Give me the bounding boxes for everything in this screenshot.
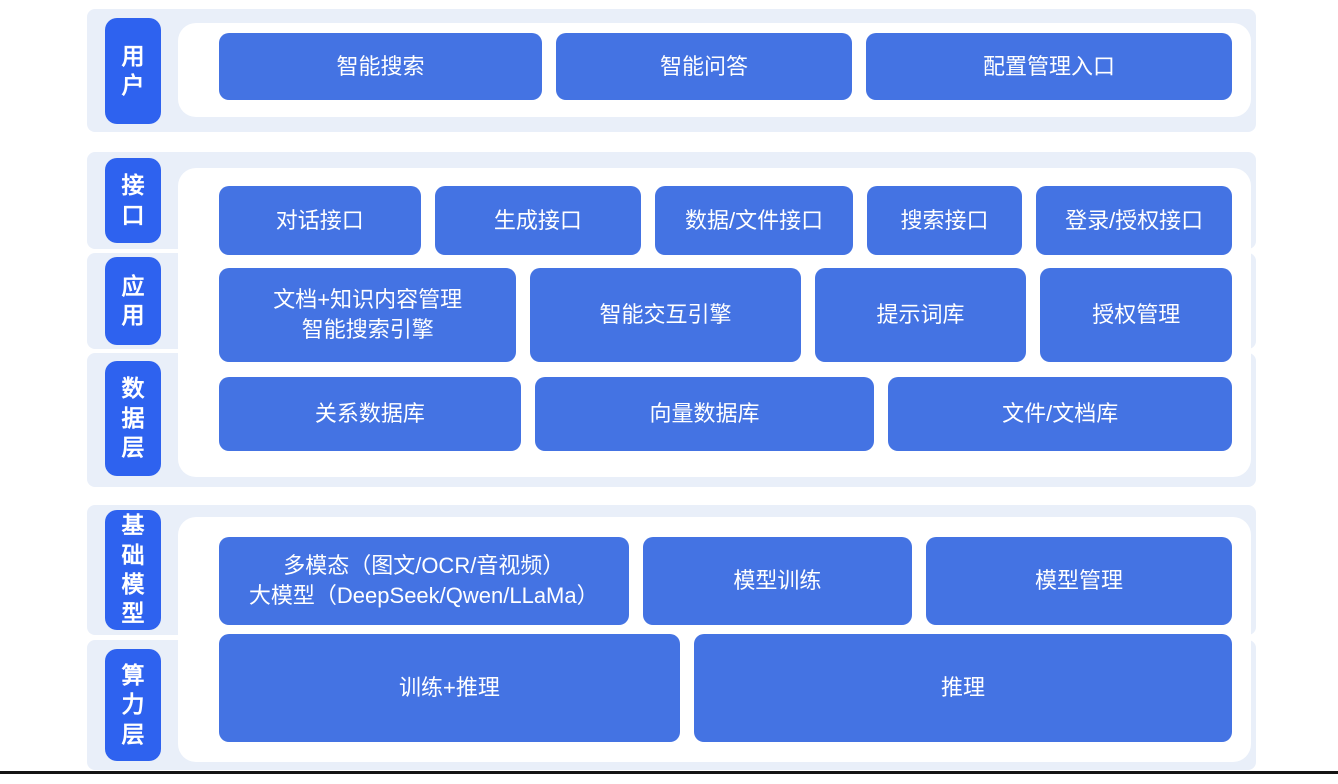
layer-label-application: 应用 <box>105 257 161 345</box>
row-data: 关系数据库 向量数据库 文件/文档库 <box>219 377 1232 451</box>
block-multimodal-llm: 多模态（图文/OCR/音视频） 大模型（DeepSeek/Qwen/LLaMa） <box>219 537 629 625</box>
block-file-document-store: 文件/文档库 <box>888 377 1232 451</box>
layer-label-data-text: 数据层 <box>121 375 145 461</box>
row-interface: 对话接口 生成接口 数据/文件接口 搜索接口 登录/授权接口 <box>219 186 1232 255</box>
row-foundation: 多模态（图文/OCR/音视频） 大模型（DeepSeek/Qwen/LLaMa）… <box>219 537 1232 625</box>
block-login-auth-api: 登录/授权接口 <box>1036 186 1232 255</box>
block-search-api: 搜索接口 <box>866 186 1023 255</box>
block-data-file-api: 数据/文件接口 <box>655 186 853 255</box>
block-model-training: 模型训练 <box>642 537 913 625</box>
layer-label-user: 用户 <box>105 18 161 124</box>
layer-label-interface-text: 接口 <box>121 172 145 228</box>
layer-label-interface: 接口 <box>105 158 161 243</box>
layer-label-compute-text: 算力层 <box>121 661 145 747</box>
layer-label-application-text: 应用 <box>121 272 145 328</box>
bottom-divider <box>0 771 1338 774</box>
block-auth-management: 授权管理 <box>1040 268 1232 362</box>
row-user: 智能搜索 智能问答 配置管理入口 <box>219 33 1232 100</box>
block-relational-db: 关系数据库 <box>219 377 521 451</box>
block-prompt-library: 提示词库 <box>814 268 1027 362</box>
block-doc-knowledge-search-engine: 文档+知识内容管理 智能搜索引擎 <box>219 268 517 362</box>
block-smart-search: 智能搜索 <box>219 33 542 100</box>
block-generation-api: 生成接口 <box>434 186 642 255</box>
block-vector-db: 向量数据库 <box>534 377 875 451</box>
block-smart-qa: 智能问答 <box>556 33 852 100</box>
block-model-management: 模型管理 <box>926 537 1232 625</box>
layer-label-foundation: 基础模型 <box>105 510 161 630</box>
layer-label-compute: 算力层 <box>105 649 161 761</box>
block-dialogue-api: 对话接口 <box>219 186 421 255</box>
block-smart-interaction-engine: 智能交互引擎 <box>530 268 801 362</box>
layer-label-data: 数据层 <box>105 361 161 476</box>
row-application: 文档+知识内容管理 智能搜索引擎 智能交互引擎 提示词库 授权管理 <box>219 268 1232 362</box>
layer-label-user-text: 用户 <box>121 42 145 98</box>
row-compute: 训练+推理 推理 <box>219 634 1232 742</box>
block-inference: 推理 <box>693 634 1232 742</box>
block-training-inference: 训练+推理 <box>219 634 680 742</box>
layer-label-foundation-text: 基础模型 <box>121 512 145 627</box>
block-config-management-entry: 配置管理入口 <box>866 33 1232 100</box>
